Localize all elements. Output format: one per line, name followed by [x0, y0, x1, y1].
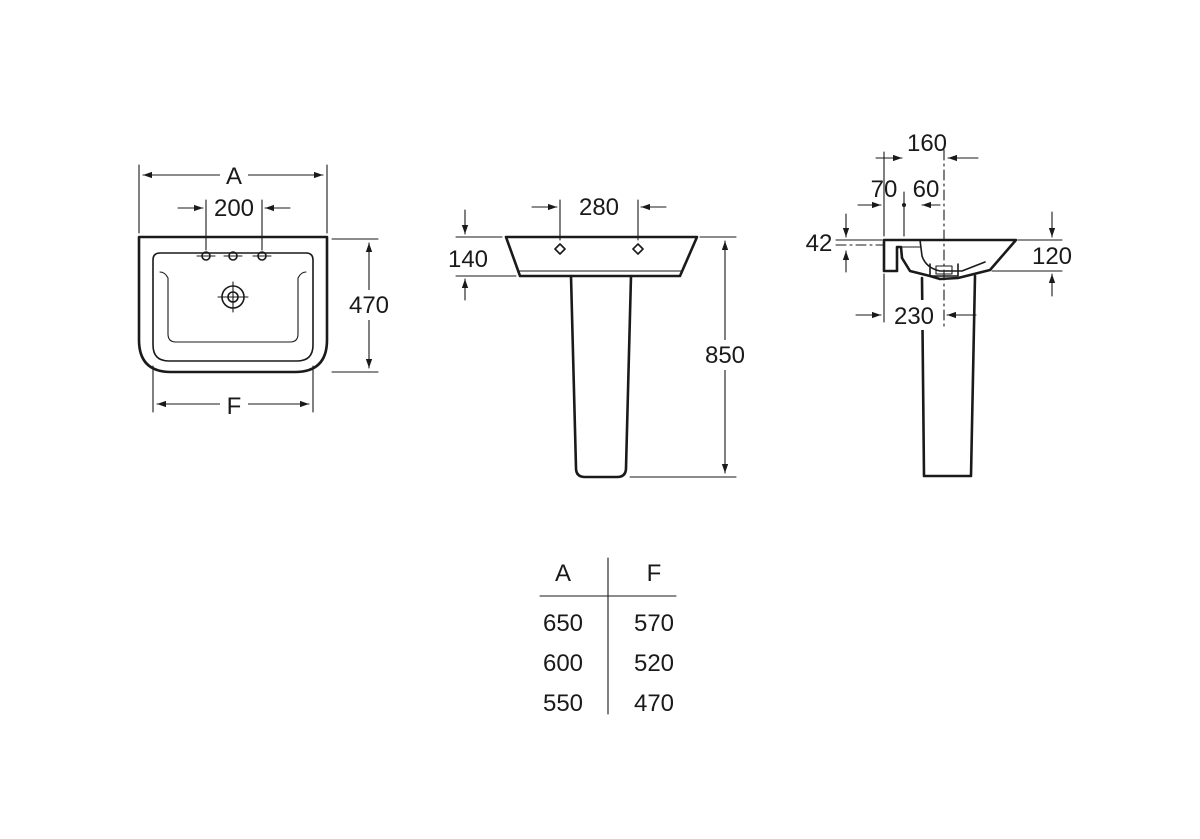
- table-cell: 470: [634, 690, 674, 717]
- table-cell: 550: [543, 690, 583, 717]
- table-cell: 520: [634, 650, 674, 677]
- dim-f-label: F: [227, 393, 242, 420]
- fixing-holes: [554, 243, 644, 255]
- dim-280-label: 280: [579, 194, 619, 221]
- table-header-a: A: [555, 560, 571, 587]
- table-cell: 650: [543, 610, 583, 637]
- side-view: 160 70 60 42 120 230: [806, 130, 1080, 478]
- tap-holes: [196, 251, 272, 261]
- dim-140-label: 140: [448, 246, 488, 273]
- front-view: A 200 470 F: [137, 161, 395, 420]
- dimension-table: A F 650 570 600 520 550 470: [539, 557, 677, 717]
- side-column: [920, 274, 977, 478]
- dim-70-label: 70: [871, 176, 898, 203]
- pedestal-basin-outline: [504, 235, 699, 278]
- dim-200-label: 200: [214, 195, 254, 222]
- table-cell: 600: [543, 650, 583, 677]
- side-basin-outline: [882, 238, 1018, 281]
- dim-60-label: 60: [913, 176, 940, 203]
- basin-outline: [137, 235, 329, 374]
- dim-120-label: 120: [1032, 243, 1072, 270]
- pedestal-column: [569, 274, 633, 479]
- table-header-f: F: [647, 560, 662, 587]
- dim-470-label: 470: [349, 292, 389, 319]
- dim-850-label: 850: [705, 342, 745, 369]
- bowl-outline: [152, 252, 314, 362]
- dim-a-label: A: [226, 163, 242, 190]
- dim-160-label: 160: [907, 130, 947, 157]
- drain-icon: [217, 281, 249, 313]
- dim-42-label: 42: [806, 230, 833, 257]
- dim-230-label: 230: [894, 303, 934, 330]
- pedestal-view: 280 140 850: [440, 194, 752, 479]
- bowl-inner-outline: [159, 271, 307, 343]
- table-cell: 570: [634, 610, 674, 637]
